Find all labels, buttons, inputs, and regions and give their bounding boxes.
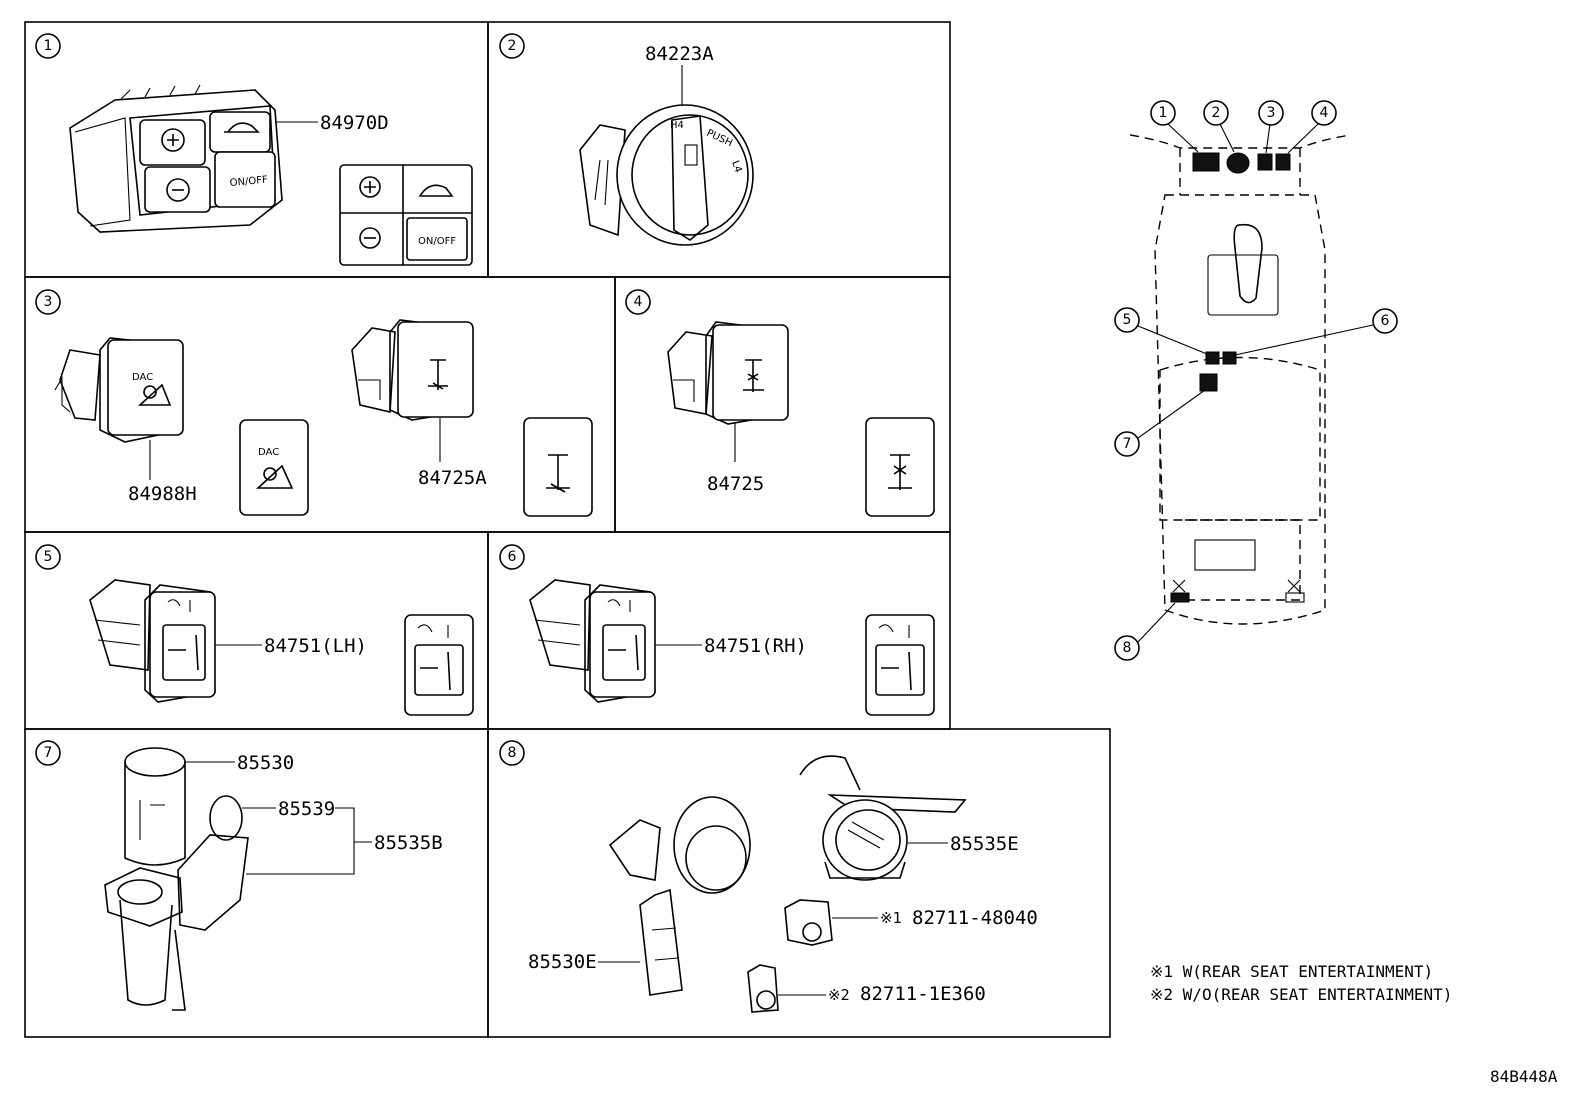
svg-text:4: 4 [1320, 105, 1329, 121]
panel-number-4: 4 [625, 289, 651, 315]
part-label-85530: 85530 [237, 752, 294, 774]
panel-number-8: 8 [499, 740, 525, 766]
note-without-rse: ※2 W/O(REAR SEAT ENTERTAINMENT) [1150, 985, 1452, 1004]
panel-number-3: 3 [35, 289, 61, 315]
lamp-82711-1e360-drawing [747, 964, 779, 1013]
seat-heater-rh-drawing [529, 579, 656, 703]
switch-84725-drawing [667, 321, 789, 425]
part-label-84223a: 84223A [645, 43, 714, 65]
part-label-85530e: 85530E [528, 951, 597, 973]
switch-84970d-face-view: ON/OFF [339, 164, 473, 266]
part-label-84725: 84725 [707, 473, 764, 495]
svg-text:2: 2 [508, 38, 517, 54]
vehicle-console-overview [1129, 134, 1351, 625]
dac-switch-84988h-drawing: DAC [54, 337, 184, 443]
svg-text:6: 6 [1381, 313, 1390, 329]
outlet-cover-85535e-drawing [799, 755, 967, 881]
svg-text:1: 1 [44, 38, 53, 54]
onoff-face-text: ON/OFF [418, 236, 456, 247]
svg-text:7: 7 [44, 745, 53, 761]
part-label-82711-48040: 82711-48040 [912, 907, 1038, 929]
panel-number-7: 7 [35, 740, 61, 766]
dac-face-view: DAC [239, 419, 309, 516]
svg-text:2: 2 [1212, 105, 1221, 121]
mark-1: ※1 [880, 909, 902, 927]
mark-2: ※2 [828, 986, 850, 1004]
part-label-84725a: 84725A [418, 467, 487, 489]
svg-text:7: 7 [1123, 436, 1132, 452]
panel-number-1: 1 [35, 33, 61, 59]
svg-text:1: 1 [1159, 105, 1168, 121]
dial-h4-text: H4 [670, 120, 684, 131]
panel-grid [24, 21, 1111, 1038]
lamp-82711-48040-drawing [784, 899, 833, 946]
svg-text:3: 3 [1267, 105, 1276, 121]
switch-84970d-drawing: ON/OFF [69, 84, 283, 233]
4wd-lock-face-view [523, 417, 593, 517]
part-label-85535b: 85535B [374, 832, 443, 854]
part-label-84970d: 84970D [320, 112, 389, 134]
bracket-85535b [246, 807, 355, 875]
dac-face-text: DAC [258, 447, 279, 458]
part-label-82711-1e360: 82711-1E360 [860, 983, 986, 1005]
dac-text: DAC [132, 372, 153, 383]
panel-number-6: 6 [499, 544, 525, 570]
seat-heater-lh-drawing [89, 579, 216, 703]
note-with-rse: ※1 W(REAR SEAT ENTERTAINMENT) [1150, 962, 1433, 981]
panel-number-2: 2 [499, 33, 525, 59]
part-label-84988h: 84988H [128, 483, 197, 505]
transfer-dial-84223a-drawing: H4 PUSH L4 [579, 104, 754, 246]
diagram-code: 84B448A [1490, 1067, 1558, 1086]
power-outlet-85530e-drawing [608, 796, 751, 996]
power-outlet-85530-drawing [124, 747, 186, 866]
svg-text:8: 8 [508, 745, 517, 761]
svg-text:6: 6 [508, 549, 517, 565]
outlet-housing-85535b-drawing [104, 834, 249, 1011]
seat-heater-lh-face-view [404, 614, 474, 716]
svg-text:8: 8 [1123, 640, 1132, 656]
part-label-85539: 85539 [278, 798, 335, 820]
overview-callouts: 1 2 3 4 5 6 7 8 [1114, 100, 1398, 661]
part-label-85535e: 85535E [950, 833, 1019, 855]
part-label-84751rh: 84751(RH) [704, 635, 807, 657]
onoff-text: ON/OFF [229, 175, 268, 189]
switch-84725a-drawing [351, 319, 474, 421]
outlet-cap-85539-drawing [209, 795, 243, 841]
seat-heater-rh-face-view [865, 614, 935, 716]
svg-text:5: 5 [1123, 312, 1132, 328]
panel-number-5: 5 [35, 544, 61, 570]
svg-text:5: 5 [44, 549, 53, 565]
dial-l4-text: L4 [729, 159, 743, 174]
svg-text:3: 3 [44, 294, 53, 310]
svg-text:4: 4 [634, 294, 643, 310]
part-label-84751lh: 84751(LH) [264, 635, 367, 657]
4wd-face-view [865, 417, 935, 517]
